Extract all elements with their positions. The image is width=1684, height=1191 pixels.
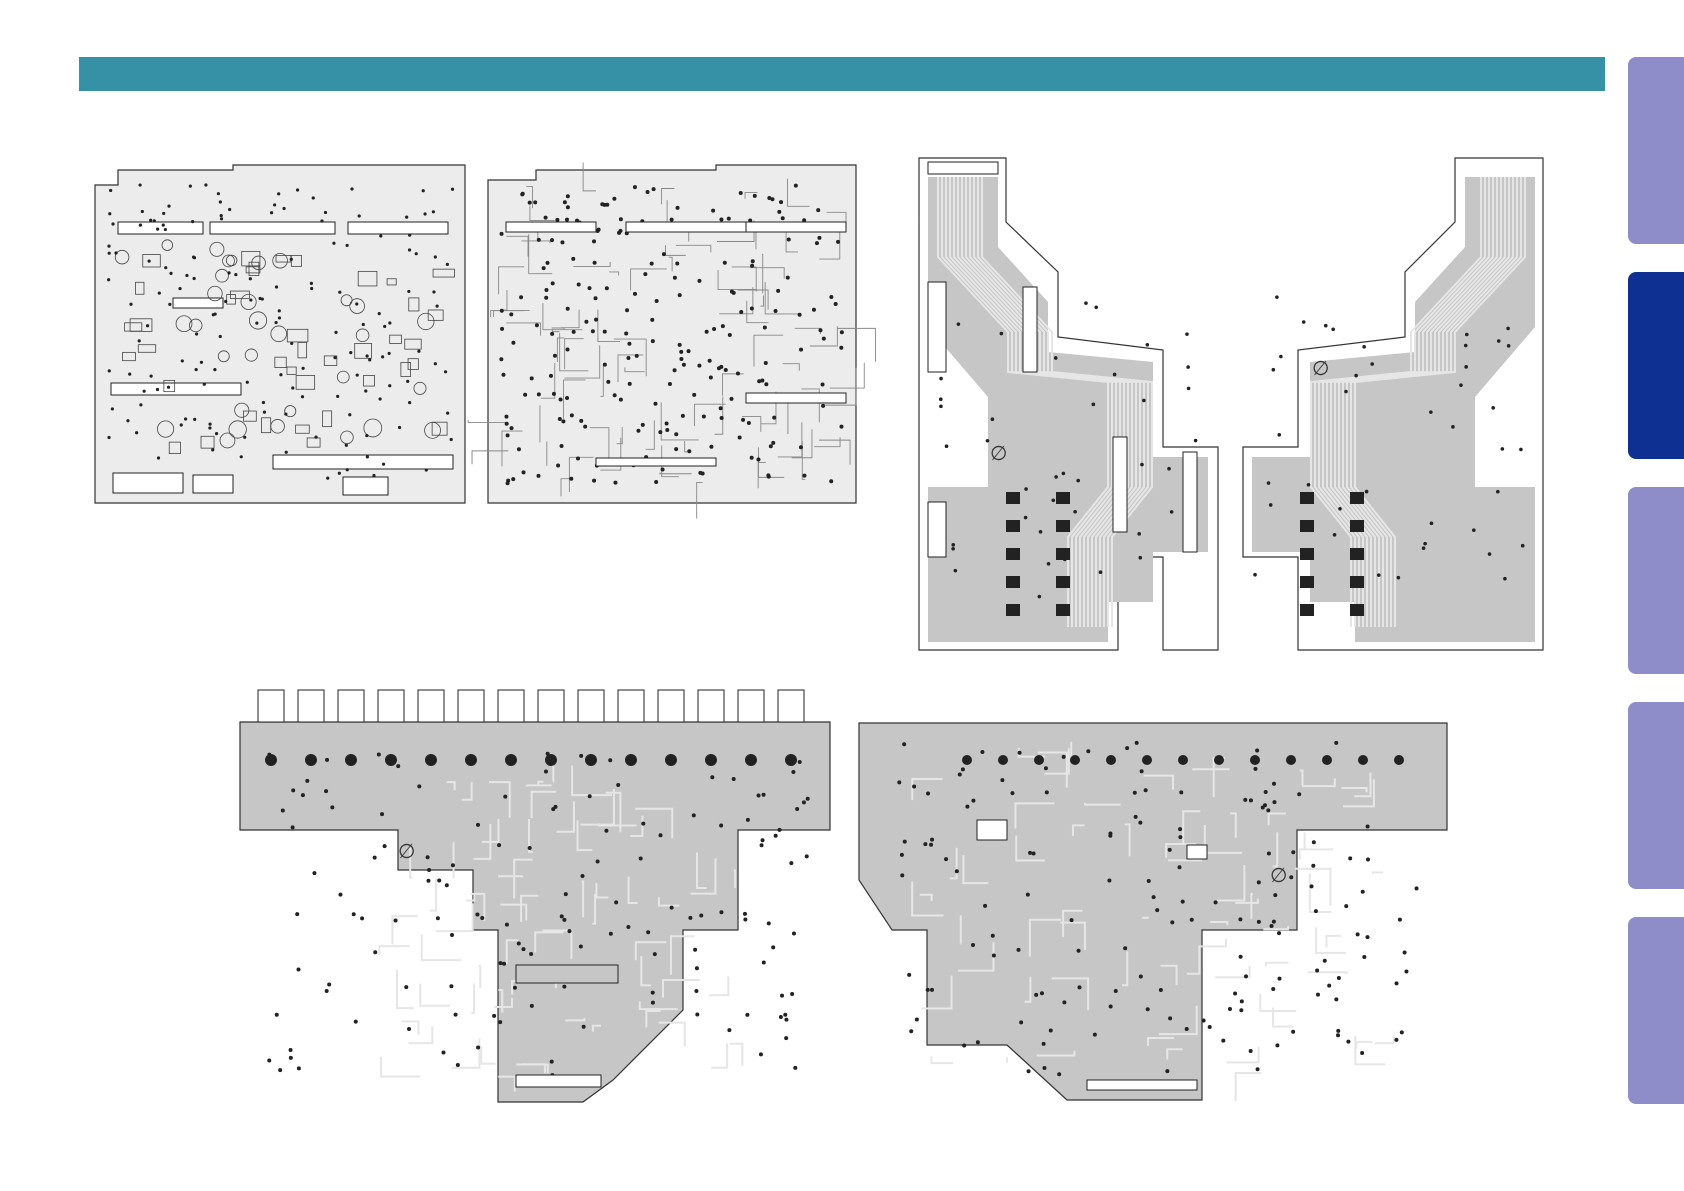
diameter-symbol: ∅ bbox=[398, 839, 415, 863]
pcb-flex-left: ∅ bbox=[918, 157, 1222, 651]
pcb-jack-top-drawing: ∅ bbox=[238, 690, 834, 1106]
side-tab-3[interactable] bbox=[1628, 487, 1684, 674]
connector-footprint bbox=[516, 965, 618, 983]
section-header-bar bbox=[79, 57, 1605, 91]
connector-row bbox=[516, 1075, 601, 1087]
pcb-main-top-drawing bbox=[93, 165, 467, 505]
pcb-jack-top: ∅ bbox=[238, 690, 834, 1106]
pcb-jack-bottom-drawing: ∅ bbox=[857, 720, 1451, 1106]
diameter-symbol: ∅ bbox=[1270, 863, 1287, 887]
pcb-main-bottom-drawing bbox=[486, 165, 858, 505]
pcb-main-top bbox=[93, 165, 467, 505]
side-tab-4[interactable] bbox=[1628, 702, 1684, 889]
connector-row bbox=[1087, 1080, 1197, 1090]
side-tab-1[interactable] bbox=[1628, 57, 1684, 244]
side-tab-5[interactable] bbox=[1628, 917, 1684, 1104]
side-tab-strip bbox=[1628, 57, 1684, 1107]
pcb-flex-right-drawing: ∅ bbox=[1240, 157, 1546, 651]
board-outline bbox=[859, 723, 1447, 1100]
pcb-flex-right: ∅ bbox=[1240, 157, 1546, 651]
pcb-jack-bottom: ∅ bbox=[857, 720, 1451, 1106]
diameter-symbol: ∅ bbox=[990, 441, 1007, 465]
pcb-flex-left-drawing: ∅ bbox=[918, 157, 1222, 651]
board-outline bbox=[488, 165, 856, 503]
pcb-main-bottom bbox=[486, 165, 858, 505]
diameter-symbol: ∅ bbox=[1312, 356, 1329, 380]
board-outline bbox=[95, 165, 465, 503]
side-tab-2[interactable] bbox=[1628, 272, 1684, 459]
